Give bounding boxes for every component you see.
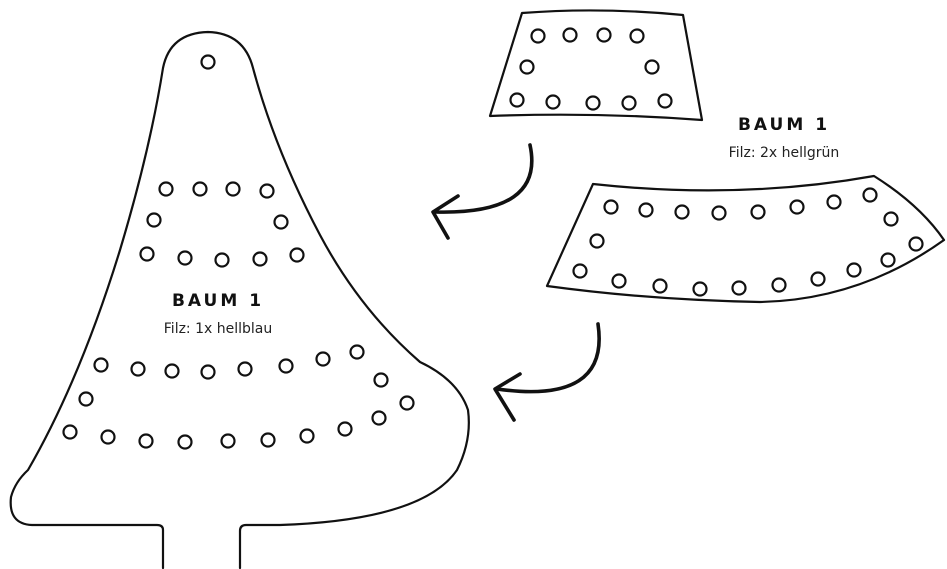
stitch-hole	[337, 421, 353, 437]
arrow-upper-icon	[431, 143, 534, 240]
stitch-hole	[130, 361, 146, 377]
stitch-hole	[164, 363, 180, 379]
stitch-hole	[260, 432, 276, 448]
stitch-hole	[771, 277, 787, 293]
stitch-hole	[657, 93, 673, 109]
tree-title: BAUM 1	[172, 291, 264, 311]
stitch-hole	[750, 204, 766, 220]
band-large-outline	[545, 174, 946, 304]
stitch-hole	[62, 424, 78, 440]
stitch-hole	[373, 372, 389, 388]
stitch-hole	[289, 247, 305, 263]
tree-holes-upper	[139, 181, 305, 268]
stitch-hole	[299, 428, 315, 444]
stitch-hole	[315, 351, 331, 367]
tree-piece: BAUM 1 Filz: 1x hellblau	[9, 30, 470, 569]
stitch-hole	[644, 59, 660, 75]
stitch-hole	[789, 199, 805, 215]
tree-holes-lower	[62, 344, 415, 450]
stitch-hole	[589, 233, 605, 249]
stitch-hole	[908, 236, 924, 252]
stitch-hole	[629, 28, 645, 44]
tree-outline	[9, 30, 470, 569]
stitch-hole	[692, 281, 708, 297]
stitch-hole	[100, 429, 116, 445]
stitch-hole	[399, 395, 415, 411]
bands-material: Filz: 2x hellgrün	[729, 145, 840, 161]
stitch-hole	[810, 271, 826, 287]
stitch-hole	[638, 202, 654, 218]
stitch-hole	[862, 187, 878, 203]
stitch-hole	[562, 27, 578, 43]
stitch-hole	[78, 391, 94, 407]
stitch-hole	[177, 434, 193, 450]
stitch-hole	[237, 361, 253, 377]
stitch-hole	[146, 212, 162, 228]
stitch-hole	[349, 344, 365, 360]
stitch-hole	[611, 273, 627, 289]
stitch-hole	[177, 250, 193, 266]
stitch-hole	[652, 278, 668, 294]
arrow-lower-icon	[493, 322, 601, 422]
stitch-hole	[225, 181, 241, 197]
stitch-hole	[572, 263, 588, 279]
band-large	[545, 174, 946, 304]
stitch-hole	[259, 183, 275, 199]
stitch-hole	[596, 27, 612, 43]
stitch-hole	[621, 95, 637, 111]
tree-material: Filz: 1x hellblau	[164, 321, 272, 337]
stitch-hole	[214, 252, 230, 268]
stitch-hole	[530, 28, 546, 44]
band-small	[488, 9, 704, 122]
stitch-hole	[192, 181, 208, 197]
hanging-hole	[200, 54, 216, 70]
stitch-hole	[711, 205, 727, 221]
stitch-hole	[846, 262, 862, 278]
stitch-hole	[158, 181, 174, 197]
stitch-hole	[93, 357, 109, 373]
stitch-hole	[674, 204, 690, 220]
stitch-hole	[883, 211, 899, 227]
stitch-hole	[603, 199, 619, 215]
stitch-hole	[545, 94, 561, 110]
stitch-hole	[273, 214, 289, 230]
stitch-hole	[138, 433, 154, 449]
bands-title: BAUM 1	[738, 115, 830, 135]
stitch-hole	[139, 246, 155, 262]
stitch-hole	[200, 364, 216, 380]
stitch-hole	[220, 433, 236, 449]
stitch-hole	[880, 252, 896, 268]
stitch-hole	[519, 59, 535, 75]
stitch-hole	[252, 251, 268, 267]
stitch-hole	[826, 194, 842, 210]
stitch-hole	[509, 92, 525, 108]
stitch-hole	[278, 358, 294, 374]
stitch-hole	[731, 280, 747, 296]
stitch-hole	[585, 95, 601, 111]
stitch-hole	[371, 410, 387, 426]
